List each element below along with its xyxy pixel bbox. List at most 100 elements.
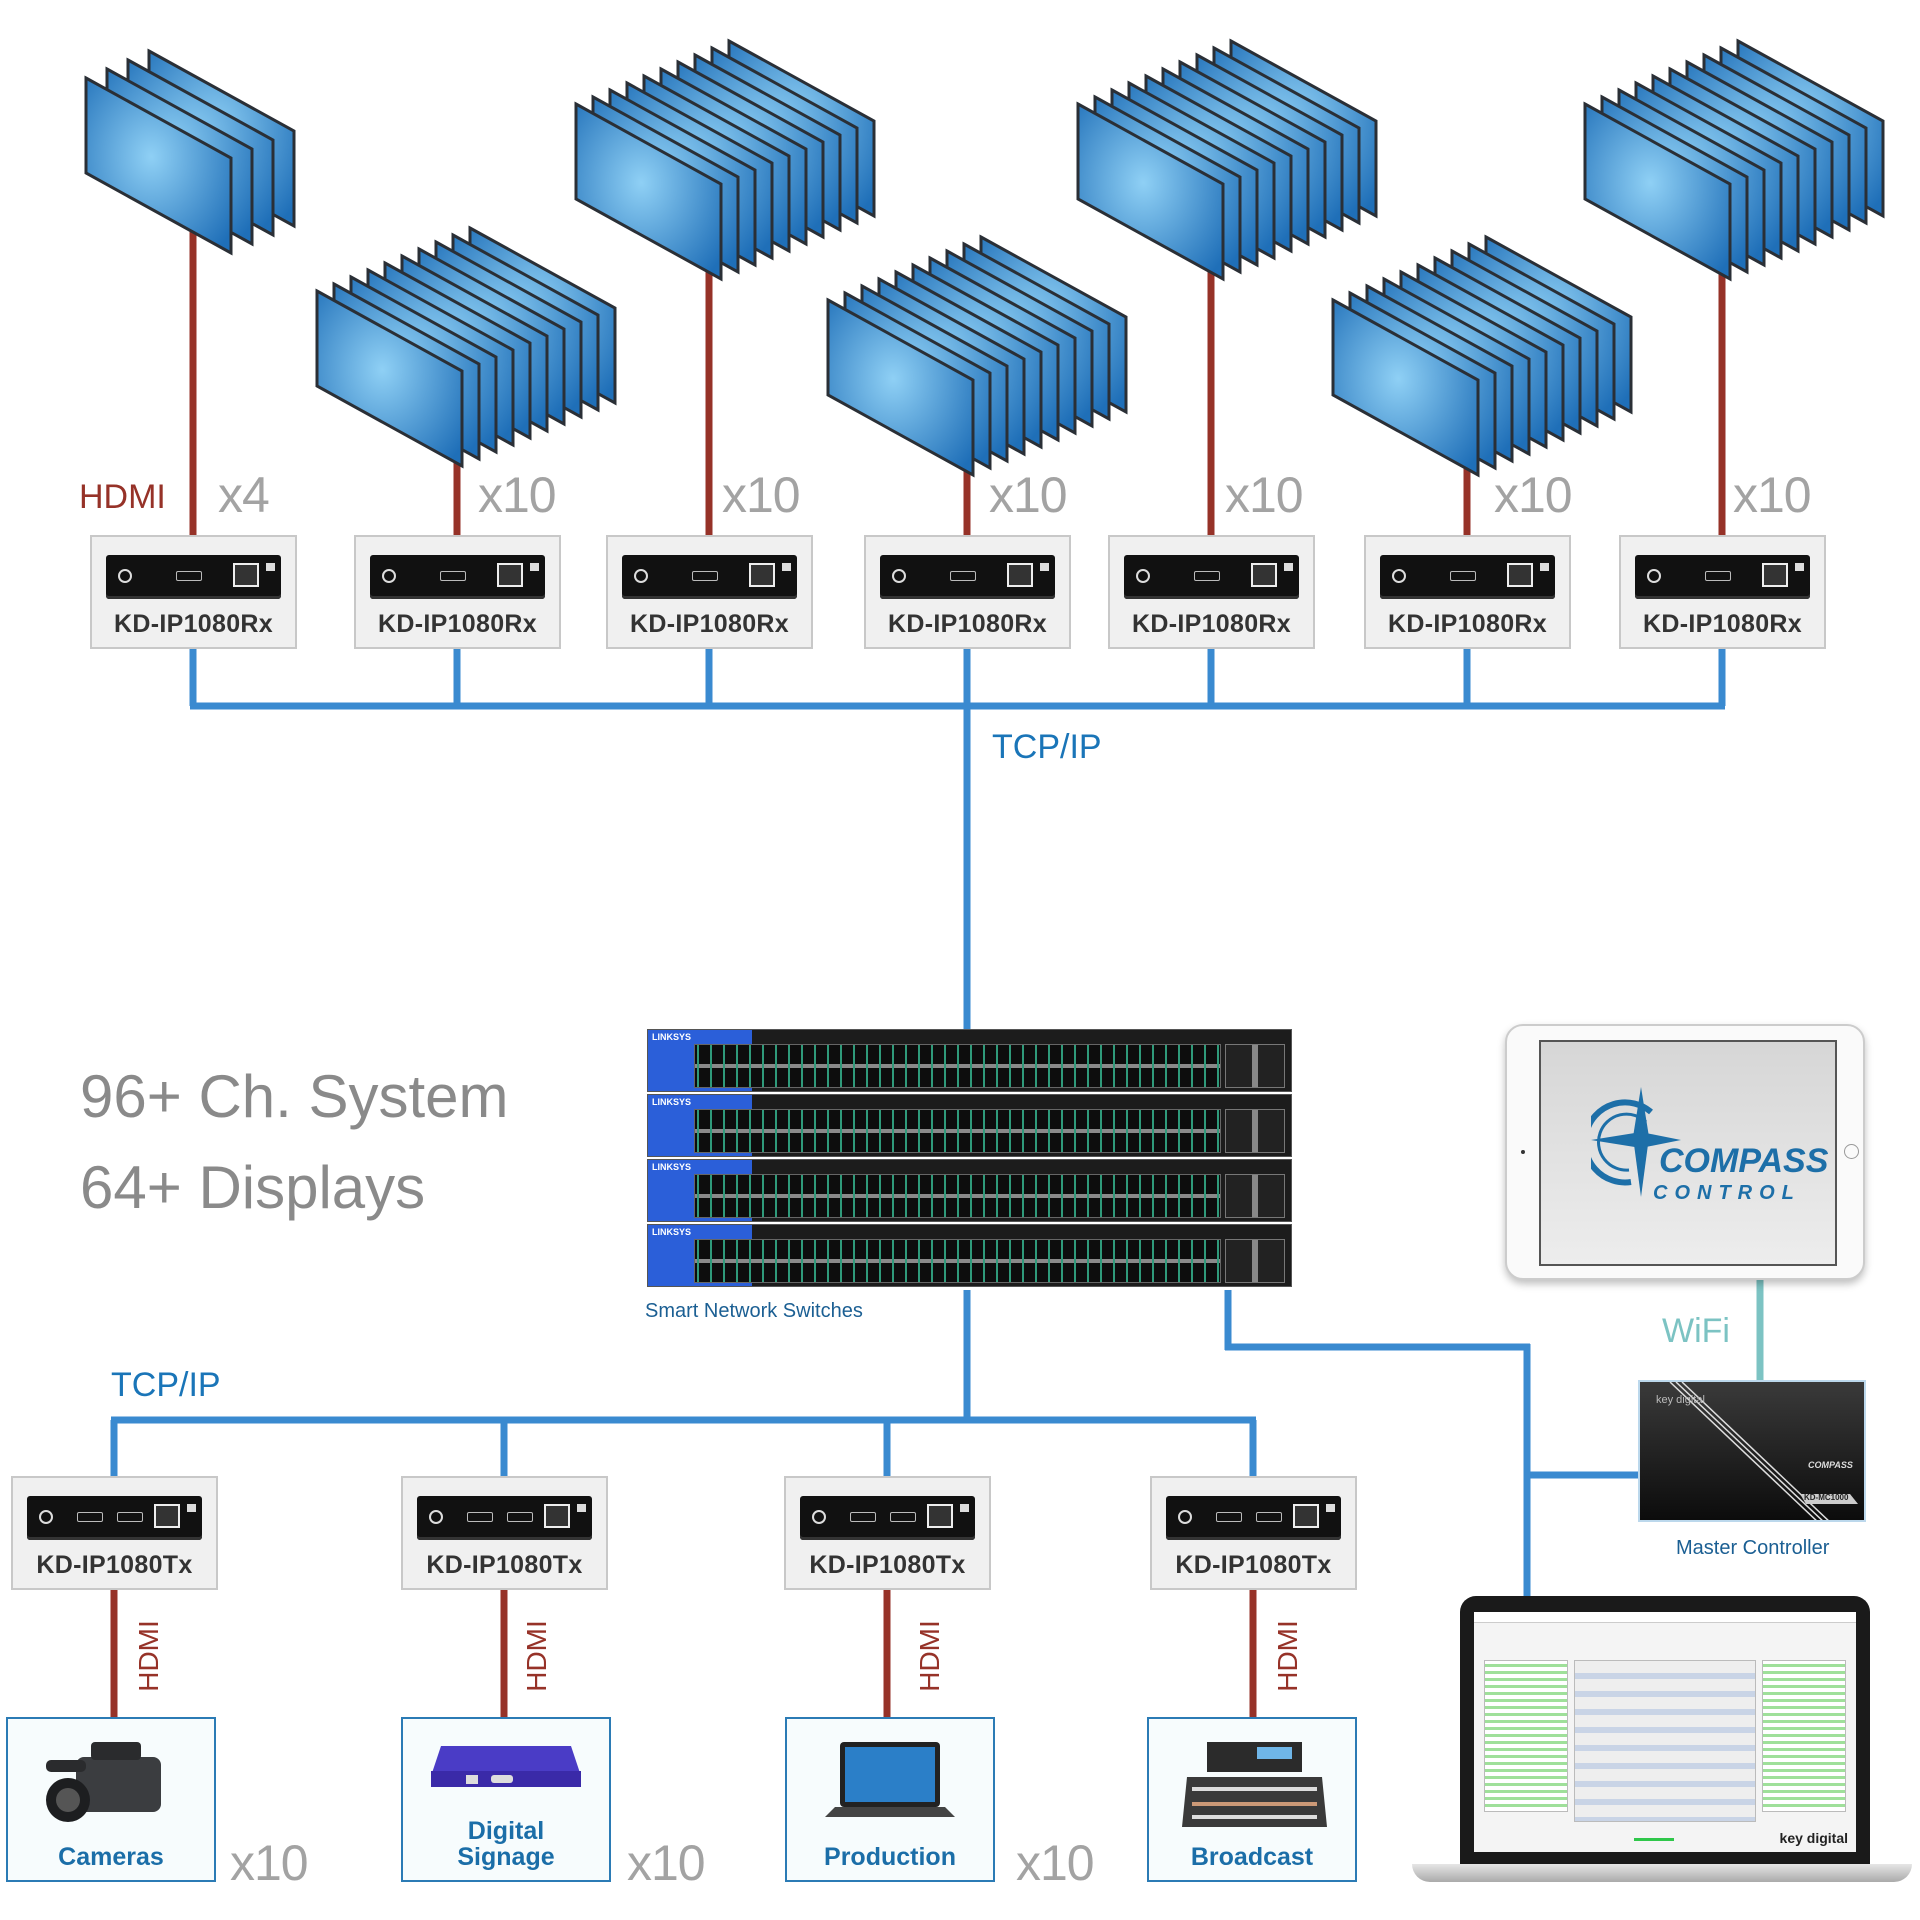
power-jack-icon xyxy=(1647,569,1661,583)
type-badge-icon xyxy=(1284,563,1293,571)
headline-channels: 96+ Ch. System xyxy=(80,1063,509,1130)
ethernet-ports xyxy=(694,1174,1221,1218)
compass-logo-subtext: CONTROL xyxy=(1653,1182,1801,1204)
sfp-ports xyxy=(1225,1239,1285,1283)
hdmi-port-icon xyxy=(507,1512,533,1522)
hdmi-port-icon xyxy=(1216,1512,1242,1522)
power-jack-icon xyxy=(1136,569,1150,583)
controller-brand: key digital xyxy=(1656,1394,1705,1406)
model-label: KD-IP1080Rx xyxy=(1643,610,1802,638)
display-screen xyxy=(826,297,975,478)
hdmi-label: HDMI xyxy=(1272,1620,1303,1692)
hdmi-port-icon xyxy=(77,1512,103,1522)
headline-displays: 64+ Displays xyxy=(80,1154,426,1221)
controller-compass-logo: COMPASS xyxy=(1808,1460,1853,1470)
hdmi-label: HDMI xyxy=(521,1620,552,1692)
switches-caption: Smart Network Switches xyxy=(645,1300,863,1322)
receiver-box: KD-IP1080Rx xyxy=(354,535,561,649)
power-jack-icon xyxy=(1178,1510,1192,1524)
power-jack-icon xyxy=(382,569,396,583)
tablet-home-button xyxy=(1844,1144,1859,1159)
sfp-ports xyxy=(1225,1109,1285,1153)
source-box: Broadcast xyxy=(1147,1717,1357,1882)
hdmi-port-icon xyxy=(1256,1512,1282,1522)
receiver-box: KD-IP1080Rx xyxy=(606,535,813,649)
ethernet-port-icon xyxy=(1293,1504,1319,1528)
source-label: Cameras xyxy=(58,1842,164,1871)
type-badge-icon xyxy=(1326,1504,1335,1512)
network-switch: LINKSYS xyxy=(647,1224,1292,1287)
type-badge-icon xyxy=(1540,563,1549,571)
ethernet-ports xyxy=(694,1239,1221,1283)
source-box: Digital Signage xyxy=(401,1717,611,1882)
transmitter-box: KD-IP1080Tx xyxy=(784,1476,991,1590)
laptop-icon xyxy=(787,1727,993,1837)
display-count: x10 xyxy=(1225,467,1304,523)
display-screen xyxy=(1331,297,1480,478)
hdmi-port-icon xyxy=(950,571,976,581)
source-label: Production xyxy=(824,1842,956,1871)
network-switch: LINKSYS xyxy=(647,1029,1292,1092)
sfp-ports xyxy=(1225,1044,1285,1088)
source-count: x10 xyxy=(627,1835,706,1891)
model-label: KD-IP1080Rx xyxy=(888,610,1047,638)
hdmi-port-icon xyxy=(1450,571,1476,581)
display-screen xyxy=(1076,101,1225,282)
receiver-box: KD-IP1080Rx xyxy=(1619,535,1826,649)
power-jack-icon xyxy=(39,1510,53,1524)
hdmi-port-icon xyxy=(1705,571,1731,581)
power-jack-icon xyxy=(429,1510,443,1524)
ethernet-port-icon xyxy=(1507,563,1533,587)
type-badge-icon xyxy=(577,1504,586,1512)
switch-brand-logo: LINKSYS xyxy=(652,1032,692,1042)
transmitter-box: KD-IP1080Tx xyxy=(401,1476,608,1590)
controller-model: KD-MC1000 xyxy=(1804,1493,1849,1502)
type-badge-icon xyxy=(782,563,791,571)
window-titlebar xyxy=(1474,1612,1856,1623)
display-stack xyxy=(84,48,296,256)
ethernet-port-icon xyxy=(749,563,775,587)
switch-brand-logo: LINKSYS xyxy=(652,1162,692,1172)
receiver-device xyxy=(1124,555,1299,599)
model-label: KD-IP1080Rx xyxy=(114,610,273,638)
display-count: x10 xyxy=(1733,467,1812,523)
power-jack-icon xyxy=(812,1510,826,1524)
hdmi-label: HDMI xyxy=(133,1620,164,1692)
type-badge-icon xyxy=(266,563,275,571)
ethernet-port-icon xyxy=(497,563,523,587)
tablet-screen: COMPASS CONTROL xyxy=(1539,1040,1837,1266)
switching-panel xyxy=(1574,1660,1756,1822)
rx-list-panel xyxy=(1484,1660,1568,1812)
transmitter-box: KD-IP1080Tx xyxy=(11,1476,218,1590)
receiver-device xyxy=(622,555,797,599)
source-count: x10 xyxy=(1016,1835,1095,1891)
receiver-device xyxy=(1635,555,1810,599)
master-controller-device: key digital KD-MC1000 COMPASS xyxy=(1638,1380,1866,1522)
hdmi-label: HDMI xyxy=(914,1620,945,1692)
ethernet-ports xyxy=(694,1044,1221,1088)
switch-brand-logo: LINKSYS xyxy=(652,1097,692,1107)
display-stack xyxy=(315,225,617,469)
hdmi-port-icon xyxy=(440,571,466,581)
type-badge-icon xyxy=(187,1504,196,1512)
transmitter-box: KD-IP1080Tx xyxy=(1150,1476,1357,1590)
receiver-box: KD-IP1080Rx xyxy=(1364,535,1571,649)
media-player-icon xyxy=(403,1731,609,1801)
display-screen xyxy=(574,101,723,282)
receiver-device xyxy=(880,555,1055,599)
tcpip-label-bottom: TCP/IP xyxy=(111,1366,221,1404)
transmitter-device xyxy=(417,1496,592,1540)
wifi-label: WiFi xyxy=(1662,1312,1730,1350)
source-box: Cameras xyxy=(6,1717,216,1882)
power-jack-icon xyxy=(892,569,906,583)
camera-icon xyxy=(8,1727,214,1837)
model-label: KD-IP1080Tx xyxy=(426,1551,583,1579)
tcpip-label-top: TCP/IP xyxy=(992,728,1102,766)
ethernet-port-icon xyxy=(1007,563,1033,587)
model-label: KD-IP1080Tx xyxy=(809,1551,966,1579)
model-label: KD-IP1080Rx xyxy=(1132,610,1291,638)
network-switch: LINKSYS xyxy=(647,1094,1292,1157)
laptop: key digital xyxy=(1460,1596,1870,1864)
ethernet-port-icon xyxy=(1762,563,1788,587)
